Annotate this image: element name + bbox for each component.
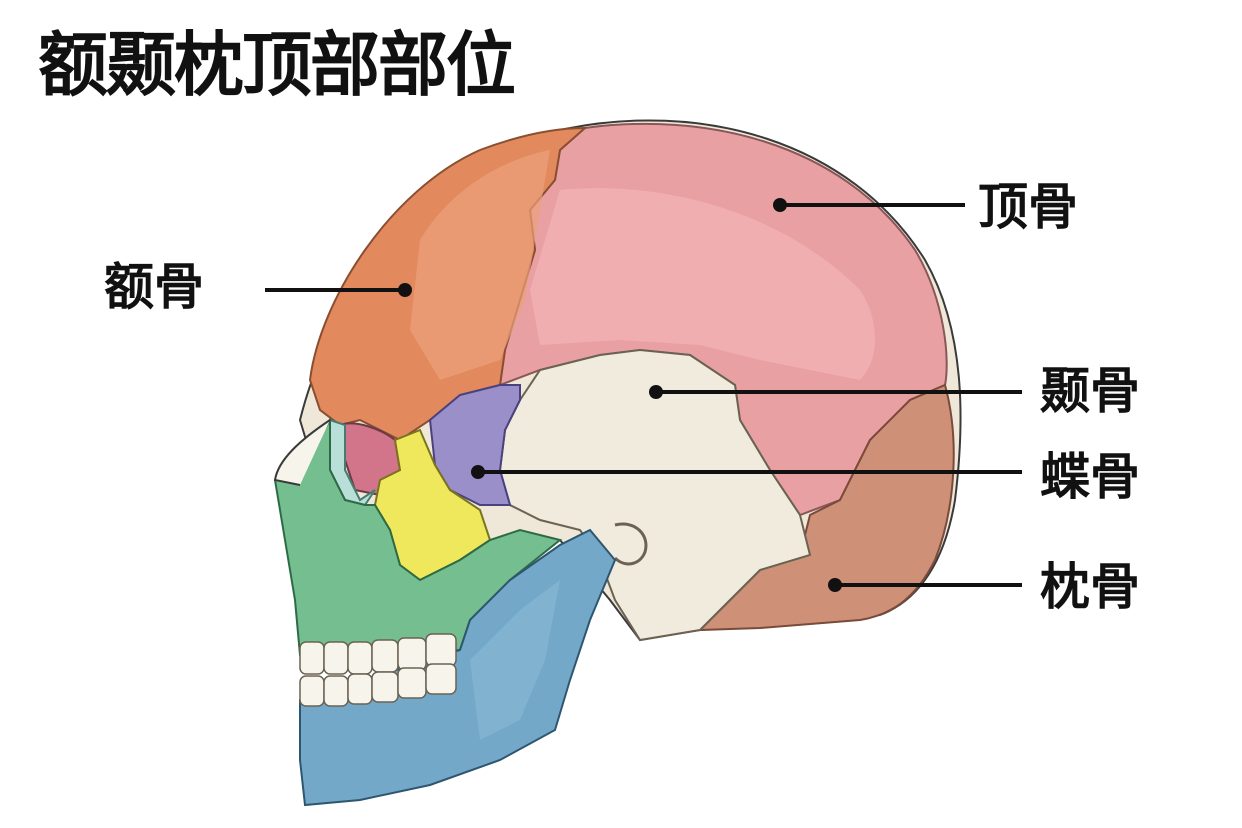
tooth: [397, 637, 427, 671]
tooth: [425, 633, 457, 667]
frontal-bone-label: 额骨: [104, 258, 204, 316]
nose-outline: [273, 419, 331, 486]
temporal-bone: [498, 348, 812, 642]
tooth: [371, 639, 399, 673]
frontal-highlight: [410, 150, 550, 380]
tooth: [347, 641, 373, 675]
tooth: [371, 671, 399, 703]
tooth: [425, 663, 457, 695]
tooth: [323, 675, 349, 707]
temporal-bone-label: 颞骨: [1040, 362, 1140, 420]
sphenoid-bone-label: 蝶骨: [1040, 448, 1140, 506]
temporal-leader-dot: [649, 385, 663, 399]
lower-teeth: [299, 663, 457, 707]
mandible-highlight: [470, 580, 560, 740]
tooth: [397, 667, 427, 699]
ear-canal: [613, 522, 648, 566]
tooth: [299, 675, 325, 707]
parietal-bone-label: 顶骨: [978, 178, 1078, 236]
tooth: [299, 641, 325, 675]
occipital-bone-label: 枕骨: [1040, 558, 1140, 616]
occipital-leader-dot: [828, 578, 842, 592]
parietal-leader-dot: [773, 198, 787, 212]
tooth: [323, 641, 349, 675]
parietal-highlight: [530, 188, 875, 380]
maxilla-bone: [273, 416, 563, 657]
tooth: [347, 673, 373, 705]
frontal-leader-dot: [398, 283, 412, 297]
sphenoid-leader-dot: [471, 465, 485, 479]
page-title: 额颞枕顶部部位: [38, 24, 516, 106]
